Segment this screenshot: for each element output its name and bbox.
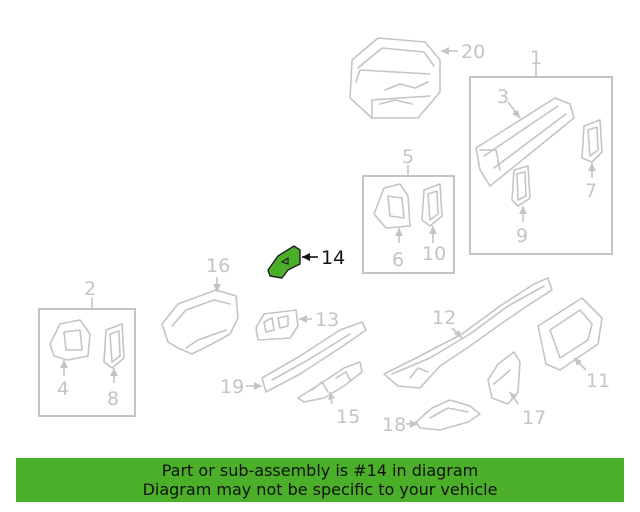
part-19-trim-strip: 19 [220, 321, 367, 398]
callout-3: 3 [497, 86, 509, 108]
part-15-lower-bracket: 15 [297, 361, 363, 428]
part-16-cluster-hood: 16 [161, 255, 239, 355]
callout-20: 20 [461, 41, 485, 63]
callout-6: 6 [392, 249, 404, 271]
callout-4: 4 [57, 378, 69, 400]
part-2-group: 2 4 8 [38, 278, 136, 417]
callout-8: 8 [107, 388, 119, 410]
callout-12: 12 [432, 307, 456, 329]
callout-1: 1 [530, 47, 542, 69]
parts-diagram: 20 1 3 7 9 5 6 [38, 37, 613, 436]
part-5-group: 5 6 10 [362, 146, 455, 274]
callout-16: 16 [206, 255, 230, 277]
callout-11: 11 [586, 370, 610, 392]
callout-19: 19 [220, 376, 244, 398]
part-11-frame: 11 [537, 297, 610, 392]
callout-9: 9 [516, 225, 528, 247]
part-14-bracket: 14 [267, 245, 345, 279]
info-banner: Part or sub-assembly is #14 in diagram D… [16, 458, 624, 502]
banner-line-2: Diagram may not be specific to your vehi… [142, 480, 498, 499]
callout-13: 13 [315, 309, 339, 331]
part-13-switch-panel: 13 [255, 309, 339, 341]
callout-18: 18 [382, 414, 406, 436]
callout-2: 2 [84, 278, 96, 300]
callout-17: 17 [522, 407, 546, 429]
callout-14: 14 [321, 247, 345, 269]
banner-line-1: Part or sub-assembly is #14 in diagram [161, 461, 479, 480]
part-1-group: 1 3 7 9 [469, 47, 613, 255]
part-20-airbag: 20 [349, 37, 485, 119]
callout-7: 7 [585, 180, 597, 202]
callout-5: 5 [402, 146, 414, 168]
part-17-side-panel: 17 [487, 351, 546, 429]
callout-10: 10 [422, 243, 446, 265]
part-18-lower-cover: 18 [382, 399, 481, 436]
callout-15: 15 [336, 406, 360, 428]
part-12-support-beam: 12 [383, 277, 553, 389]
